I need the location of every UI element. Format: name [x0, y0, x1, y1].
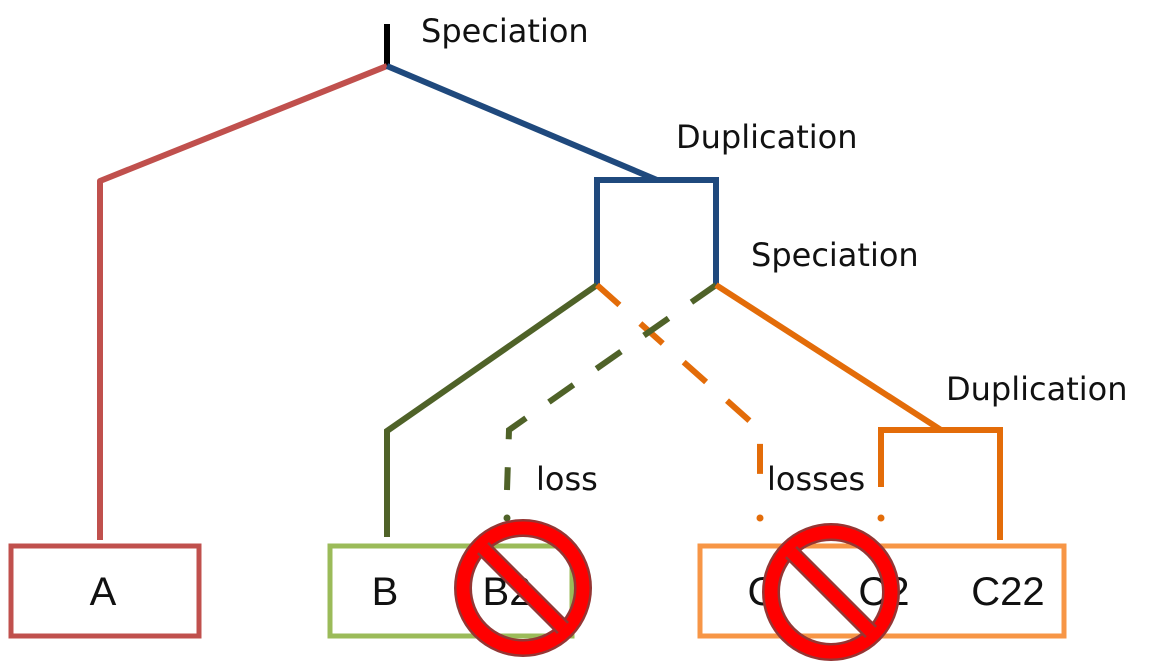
branch-b — [384, 282, 599, 537]
branch-b2-lost-dashed — [504, 282, 718, 491]
branch-to-duplication — [385, 63, 659, 183]
root-speciation-label: Speciation — [421, 12, 589, 50]
gene-label-b: B — [372, 570, 399, 614]
loss-dot — [503, 514, 511, 522]
no-sign-icon — [454, 519, 592, 657]
gene-label-a: A — [90, 570, 117, 614]
lower-duplication-bracket — [878, 427, 1003, 540]
loss-dot — [877, 514, 885, 522]
loss-label: loss — [536, 460, 598, 498]
upper-duplication-label: Duplication — [676, 118, 858, 156]
loss-dot — [756, 514, 764, 522]
lower-duplication-label: Duplication — [946, 370, 1128, 408]
losses-label: losses — [767, 460, 865, 498]
no-sign-icon — [762, 523, 900, 661]
branch-to-lower-duplication — [714, 282, 943, 433]
branch-c-lost-dashed — [595, 282, 763, 487]
gene-label-c22: C22 — [971, 570, 1044, 614]
box-a — [8, 543, 202, 639]
middle-speciation-label: Speciation — [751, 236, 919, 274]
branch-a — [97, 63, 389, 540]
upper-duplication-bracket — [594, 177, 719, 285]
